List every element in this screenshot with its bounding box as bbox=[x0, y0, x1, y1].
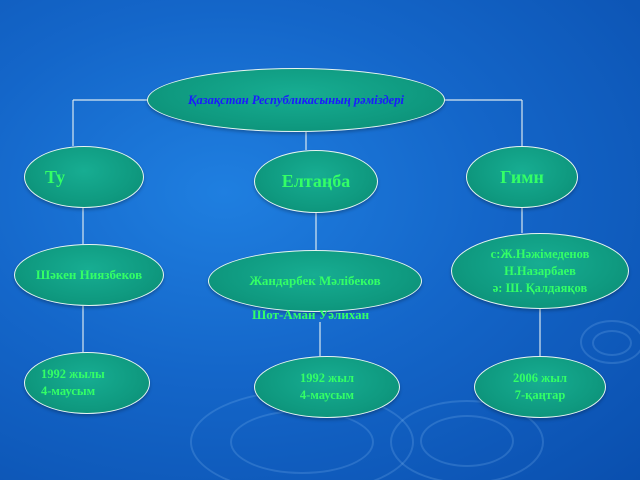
root-node: Қазақстан Республикасының рәміздері bbox=[147, 68, 445, 132]
branch-label-emblem: Елтаңба bbox=[281, 171, 351, 191]
author-node-anthem: с:Ж.Нәжімеденов Н.Назарбаев ә: Ш. Қалдая… bbox=[451, 233, 629, 309]
date-line-flag-2: 4-маусым bbox=[41, 384, 96, 398]
author-line-anthem-1: с:Ж.Нәжімеденов bbox=[490, 246, 590, 261]
author-label-emblem-1: Жандарбек Мәлібеков bbox=[249, 273, 381, 288]
date-line-anthem-1: 2006 жыл bbox=[513, 371, 567, 385]
author-node-flag: Шәкен Ниязбеков bbox=[14, 244, 164, 306]
author-label-flag: Шәкен Ниязбеков bbox=[35, 267, 143, 282]
branch-node-flag: Ту bbox=[24, 146, 144, 208]
author-label-emblem-2: Шот-Аман Уәлихан bbox=[252, 307, 370, 322]
date-line-flag-1: 1992 жылы bbox=[41, 367, 105, 381]
branch-node-emblem: Елтаңба bbox=[254, 150, 378, 213]
date-line-emblem-2: 4-маусым bbox=[299, 388, 355, 402]
ripple-decoration bbox=[592, 330, 632, 356]
date-node-emblem: 1992 жыл 4-маусым bbox=[254, 356, 400, 418]
branch-node-anthem: Гимн bbox=[466, 146, 578, 208]
ripple-decoration bbox=[390, 400, 544, 480]
date-node-flag: 1992 жылы 4-маусым bbox=[24, 352, 150, 414]
branch-label-anthem: Гимн bbox=[500, 166, 544, 187]
root-label: Қазақстан Республикасының рәміздері bbox=[188, 92, 404, 107]
date-line-emblem-1: 1992 жыл bbox=[300, 371, 354, 385]
author-line-anthem-2: Н.Назарбаев bbox=[504, 263, 576, 278]
date-node-anthem: 2006 жыл 7-қаңтар bbox=[474, 356, 606, 418]
ripple-decoration bbox=[420, 415, 514, 467]
author-node-emblem: Жандарбек Мәлібеков bbox=[208, 250, 422, 312]
ripple-decoration bbox=[580, 320, 640, 364]
date-line-anthem-2: 7-қаңтар bbox=[514, 388, 566, 402]
author-line-anthem-3: ә: Ш. Қалдаяқов bbox=[492, 280, 588, 295]
branch-label-flag: Ту bbox=[45, 166, 66, 187]
